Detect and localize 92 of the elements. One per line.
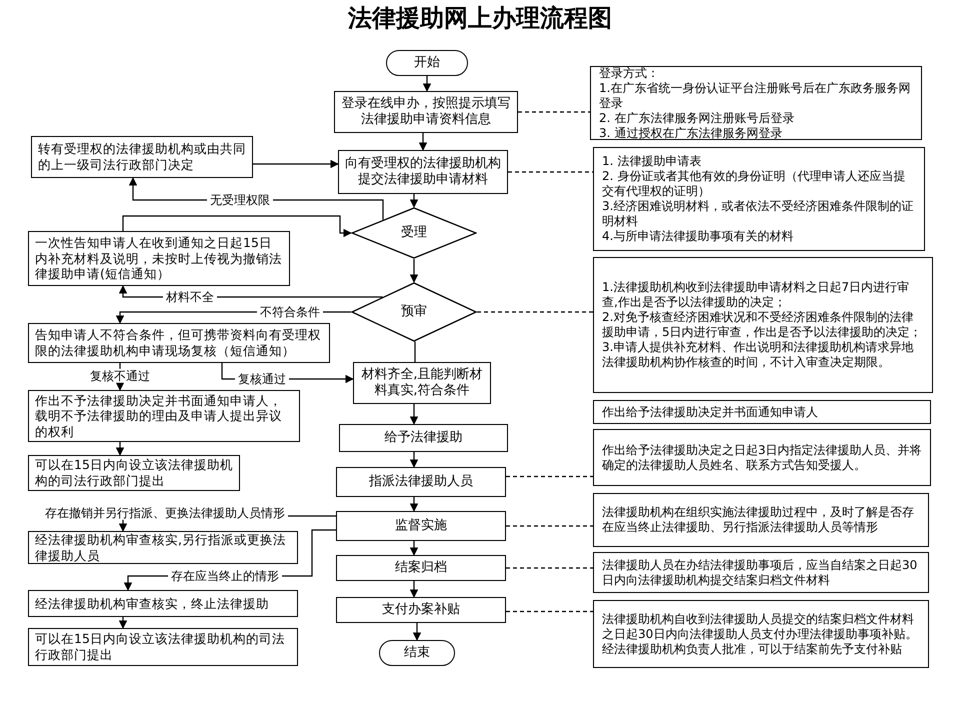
process-box [334, 91, 518, 133]
note-text: 2.对免予核查经济困难状况和不受经济困难条件限制的法律援助申请，5日内进行审查，作出是否予以法律援助的决定； [602, 310, 923, 340]
node-label: 指派法律援助人员 [369, 474, 473, 490]
note-text: 3. 通过授权在广东法律服务网登录 [599, 126, 784, 140]
arrow [422, 76, 432, 92]
note-text: 1.法律援助机构收到法律援助申请材料之日起7日内进行审查,作出是否予以法律援助的决定； [602, 280, 910, 310]
edge-label: 存在撤销并另行指派、更换法律援助人员情形 [42, 506, 288, 520]
arrow [410, 541, 418, 556]
arrow [122, 215, 352, 238]
process-box [336, 597, 506, 623]
process-box [336, 467, 506, 497]
process-box [31, 136, 253, 178]
note-text: 作出给予法律援助决定并书面通知申请人 [602, 404, 819, 420]
process-box [336, 511, 506, 541]
node-label: 可以在15日内向设立该法律援助机构的司法行政部门提出 [35, 631, 286, 663]
process-box [28, 323, 330, 363]
node-label: 预审 [401, 304, 427, 320]
dashed-connector [518, 111, 590, 113]
node-label: 作出不予法律援助决定并书面通知申请人，载明不予法律援助的理由及申请人提出异议的权利 [35, 392, 283, 440]
note-text: 登录方式： [599, 66, 660, 80]
node-label: 经法律援助机构审查核实,另行指派或更换法律援助人员 [35, 532, 287, 564]
edge-label: 无受理权限 [207, 192, 273, 208]
node-label: 告知申请人不符合条件，但可携带资料向有受理权限的法律援助机构申请现场复核（短信通知） [35, 327, 322, 359]
node-label: 开始 [414, 54, 440, 72]
diagram-title: 法律援助网上办理流程图 [346, 3, 613, 34]
arrow [418, 133, 428, 151]
process-box [28, 390, 300, 442]
note-text: 3.经济困难说明材料，或者依法不受经济困难条件限制的证明材料 [602, 199, 914, 229]
dashed-connector [506, 476, 593, 478]
process-box [28, 455, 240, 491]
decision-diamond [351, 282, 477, 342]
node-label: 向有受理权的法律援助机构提交法律援助申请材料 [345, 156, 501, 188]
process-box [339, 424, 508, 452]
node-label: 登录在线申办，按照提示填写法律援助申请资料信息 [341, 96, 511, 128]
dashed-connector [508, 171, 593, 173]
process-box [338, 150, 508, 194]
note-box [593, 400, 931, 424]
note-box [593, 147, 925, 251]
node-label: 材料齐全,且能判断材料真实,符合条件 [360, 366, 484, 400]
edge-label: 不符合条件 [257, 304, 323, 320]
edge-label: 复核通过 [235, 372, 289, 386]
note-box [593, 600, 929, 668]
node-label: 结案归档 [395, 560, 447, 576]
note-text: 法律援助机构自收到法律援助人员提交的结案归档文件材料之日起30日内向法律援助人员支付办理法律援助事项补贴。经法律援助机构负责人批准，可以于结案前先予支付补贴 [602, 612, 918, 656]
process-box [353, 362, 491, 404]
note-text: 2. 在广东法律服务网注册账号后登录 [599, 110, 796, 126]
arrow [410, 452, 418, 468]
terminal-box [386, 50, 468, 76]
node-label: 经法律援助机构审查核实，终止法律援助 [35, 596, 270, 612]
arrow [118, 617, 128, 629]
edge-label: 存在应当终止的情形 [168, 568, 282, 584]
process-box [336, 555, 506, 581]
dashed-connector [506, 567, 593, 569]
arrow [253, 160, 339, 168]
note-text: 1. 法律援助申请表 [602, 154, 702, 169]
connector-line [414, 342, 416, 362]
process-box [28, 231, 290, 286]
arrow [410, 194, 418, 208]
arrow [410, 581, 418, 598]
note-text: 作出给予法律援助决定之日起3日内指定法律援助人员、并将确定的法律援助人员姓名、联系方式告知受援人。 [602, 442, 922, 472]
process-box [28, 590, 298, 617]
node-label: 转有受理权的法律援助机构或由共同的上一级司法行政部门决定 [38, 141, 246, 173]
note-box [593, 257, 933, 393]
note-text: 2. 身份证或者其他有效的身份证明（代理申请人还应当提交有代理权的证明） [602, 169, 906, 199]
note-text: 4.与所申请法律援助事项有关的材料 [602, 229, 794, 244]
node-label: 支付办案补贴 [382, 602, 460, 618]
node-label: 给予法律援助 [384, 430, 462, 446]
edge-label: 材料不全 [163, 290, 217, 304]
terminal-box [379, 640, 455, 666]
note-box [590, 66, 922, 140]
node-label: 监督实施 [395, 518, 447, 534]
dashed-connector [506, 610, 593, 612]
note-box [593, 429, 931, 486]
note-text: 法律援助机构在组织实施法律援助过程中，及时了解是否存在应当终止法律援助、另行指派法律援助人员等情形 [602, 505, 915, 535]
arrow [412, 623, 422, 641]
node-label: 结束 [404, 644, 430, 662]
note-text: 3.申请人提供补充材料、作出说明和法律援助机构请求异地法律援助机构协作核查的时间，不计入审查决定期限。 [602, 340, 914, 370]
arrow [410, 259, 418, 283]
arrow [410, 497, 418, 512]
note-text: 1.在广东省统一身份认证平台注册账号后在广东政务服务网登录 [599, 80, 912, 110]
arrow [410, 404, 418, 425]
dashed-connector [477, 311, 593, 313]
note-box [593, 493, 929, 547]
dashed-connector [506, 525, 593, 527]
note-box [593, 552, 929, 593]
process-box [28, 628, 298, 666]
node-label: 受理 [401, 224, 427, 242]
node-label: 可以在15日内向设立该法律援助机构的司法行政部门提出 [35, 457, 233, 489]
decision-diamond [351, 207, 477, 259]
node-label: 一次性告知申请人在收到通知之日起15日内补充材料及说明，未按时上传视为撤销法律援助申请(短信通知） [35, 235, 283, 282]
note-text: 法律援助人员在办结法律援助事项后，应当自结案之日起30日内向法律援助机构提交结案归档文件材料 [602, 558, 918, 588]
arrow [116, 442, 124, 456]
